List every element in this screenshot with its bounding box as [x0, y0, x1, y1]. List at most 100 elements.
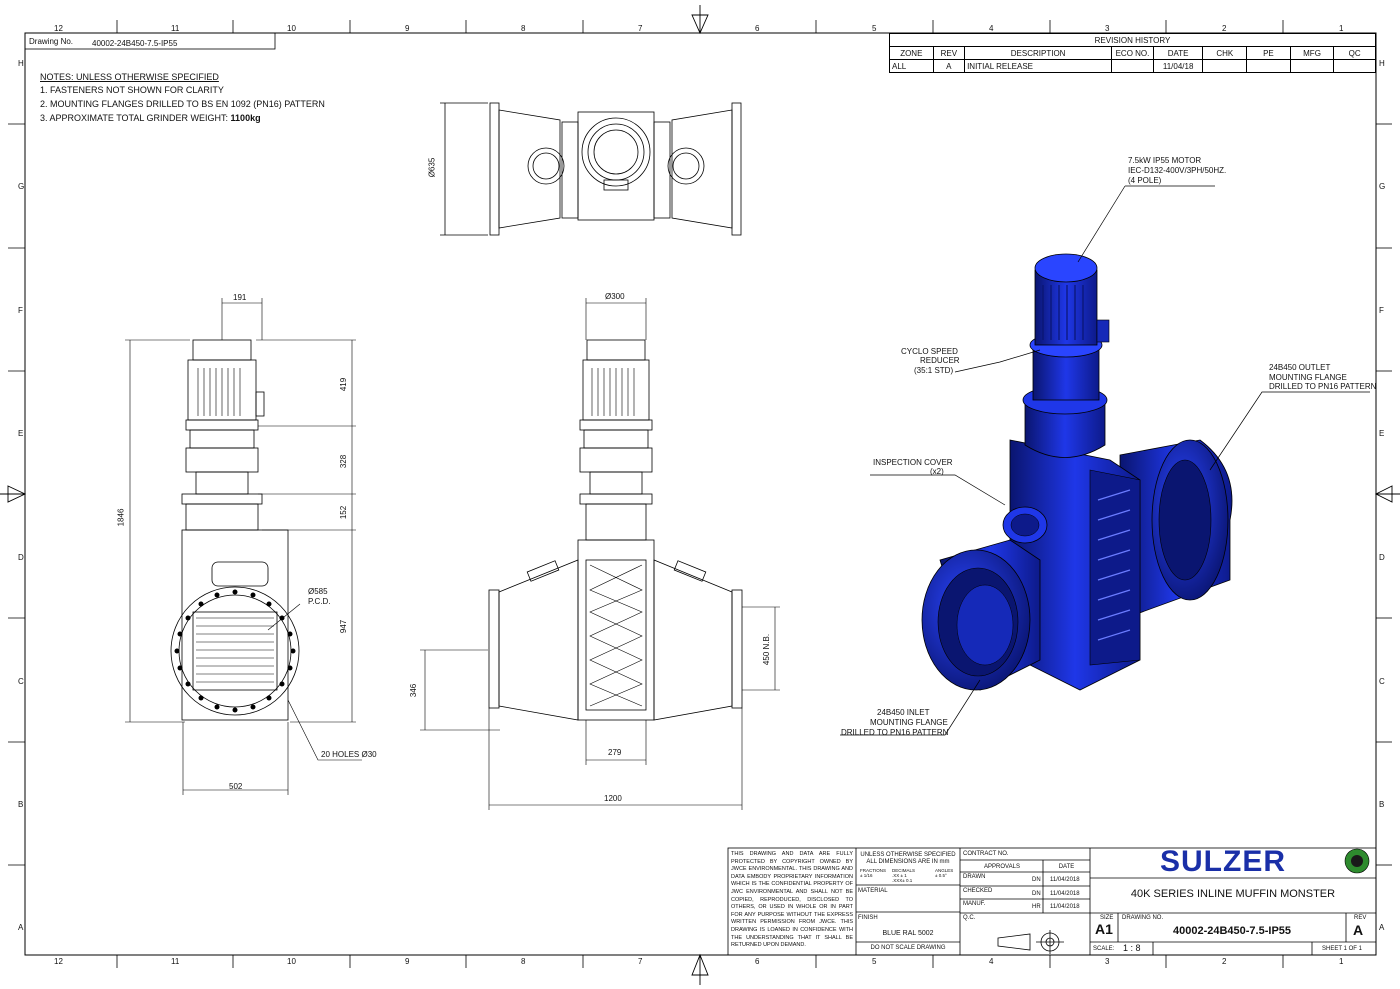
size-value: A1: [1095, 921, 1113, 937]
zone-left-e: E: [18, 429, 24, 438]
note-3-text: 3. APPROXIMATE TOTAL GRINDER WEIGHT:: [40, 113, 231, 123]
zone-top-11: 11: [171, 24, 180, 33]
zone-bottom-12: 12: [54, 957, 63, 966]
rev-col-rev: REV: [932, 46, 966, 60]
callout-outlet-3: DRILLED TO PN16 PATTERN: [1269, 382, 1377, 391]
dim-1846: 1846: [116, 508, 126, 527]
rev-col-description: DESCRIPTION: [964, 46, 1113, 60]
zone-top-3: 3: [1105, 24, 1110, 33]
callout-inspection-1: INSPECTION COVER: [873, 458, 953, 467]
callout-inlet-3: DRILLED TO PN16 PATTERN: [841, 728, 949, 737]
rev-cell-description: INITIAL RELEASE: [964, 59, 1113, 73]
zone-bottom-2: 2: [1222, 957, 1227, 966]
zone-bottom-6: 6: [755, 957, 760, 966]
callout-cyclo-3: (35:1 STD): [914, 366, 954, 375]
product-title: 40K SERIES INLINE MUFFIN MONSTER: [1130, 888, 1336, 900]
dim-pcd: P.C.D.: [308, 597, 331, 606]
zone-right-c: C: [1379, 677, 1385, 686]
rev-col-pe: PE: [1246, 46, 1291, 60]
checked-label: CHECKED: [963, 888, 993, 894]
note-3: 3. APPROXIMATE TOTAL GRINDER WEIGHT: 110…: [40, 111, 261, 125]
centering-marks: [0, 5, 1400, 985]
checked-by: DN: [1032, 891, 1041, 897]
rev-col-eco: ECO NO.: [1111, 46, 1154, 60]
tol-decimals-value-2: .XXX± 0.1: [892, 878, 913, 883]
rev-value: A: [1353, 922, 1364, 938]
note-3-weight: 1100kg: [230, 113, 261, 123]
rev-cell-eco: [1111, 59, 1154, 73]
callout-inlet-1: 24B450 INLET: [877, 708, 930, 717]
drawing-no-title-label: DRAWING NO.: [1122, 915, 1164, 921]
unless-specified: UNLESS OTHERWISE SPECIFIED: [860, 852, 956, 858]
tol-fractions-value: ± 1/16: [860, 873, 873, 878]
zone-top-1: 1: [1339, 24, 1344, 33]
dim-328: 328: [339, 454, 349, 469]
callout-motor-2: IEC-D132-400V/3PH/50HZ.: [1128, 166, 1227, 175]
zone-bottom-4: 4: [989, 957, 994, 966]
projection-symbol-icon: [997, 930, 1064, 954]
dim-191: 191: [233, 293, 247, 302]
callout-inlet-2: MOUNTING FLANGE: [870, 718, 948, 727]
drawing-no-value: 40002-24B450-7.5-IP55: [92, 39, 178, 48]
zone-top-5: 5: [872, 24, 877, 33]
rev-col-mfg: MFG: [1289, 46, 1335, 60]
rev-cell-qc: [1333, 59, 1376, 73]
note-1: 1. FASTENERS NOT SHOWN FOR CLARITY: [40, 85, 224, 95]
note-2: 2. MOUNTING FLANGES DRILLED TO BS EN 109…: [40, 99, 325, 109]
contract-label: CONTRACT NO.: [963, 851, 1009, 857]
zone-top-10: 10: [287, 24, 296, 33]
zone-right-h: H: [1379, 59, 1385, 68]
rev-cell-chk: [1202, 59, 1248, 73]
zone-bottom-9: 9: [405, 957, 410, 966]
dimensions-unit: ALL DIMENSIONS ARE IN mm: [866, 859, 950, 865]
zone-top-12: 12: [54, 24, 63, 33]
dim-419: 419: [339, 377, 349, 392]
title-block-lines: [727, 847, 1377, 956]
zone-bottom-8: 8: [521, 957, 526, 966]
front-view: [125, 298, 362, 795]
revision-header-row: ZONE REV DESCRIPTION ECO NO. DATE CHK PE…: [889, 46, 1376, 60]
dim-502: 502: [229, 782, 243, 791]
dim-346: 346: [409, 683, 419, 698]
zone-top-8: 8: [521, 24, 526, 33]
finish-label: FINISH: [858, 915, 878, 921]
sheet-label: SHEET 1 OF 1: [1322, 946, 1362, 952]
tol-angles: ANGLES: [935, 868, 954, 873]
scale-label: SCALE:: [1093, 946, 1115, 952]
dim-300: Ø300: [605, 292, 625, 301]
notes-heading: NOTES: UNLESS OTHERWISE SPECIFIED: [40, 72, 219, 82]
dim-holes: 20 HOLES Ø30: [321, 750, 377, 759]
tol-decimals-value-1: .XX ± 1: [892, 873, 907, 878]
manuf-date: 11/04/2018: [1050, 904, 1080, 910]
table-row: ALL A INITIAL RELEASE 11/04/18: [889, 59, 1376, 73]
rev-label: REV: [1354, 915, 1367, 921]
approvals-label: APPROVALS: [984, 864, 1020, 870]
manuf-by: HR: [1032, 904, 1041, 910]
zone-bottom-7: 7: [638, 957, 643, 966]
zone-bottom-5: 5: [872, 957, 877, 966]
zone-right-g: G: [1379, 182, 1386, 191]
checked-date: 11/04/2018: [1050, 891, 1080, 897]
dim-152: 152: [339, 505, 349, 520]
dim-947: 947: [339, 619, 349, 634]
zone-left-b: B: [18, 800, 24, 809]
drawing-no-title-value: 40002-24B450-7.5-IP55: [1172, 925, 1292, 937]
dim-450-nb: 450 N.B.: [762, 633, 772, 666]
rev-col-zone: ZONE: [889, 46, 934, 60]
qc-label: Q.C.: [963, 915, 976, 921]
sulzer-logo: SULZER: [1160, 845, 1286, 878]
zone-right-f: F: [1379, 306, 1384, 315]
zone-right-b: B: [1379, 800, 1385, 809]
iso-render: [921, 253, 1233, 691]
callout-outlet-1: 24B450 OUTLET: [1269, 363, 1331, 372]
zone-left-c: C: [18, 677, 24, 686]
size-label: SIZE: [1100, 915, 1114, 921]
zone-right-e: E: [1379, 429, 1385, 438]
zone-right-a: A: [1379, 923, 1385, 932]
rev-cell-zone: ALL: [889, 59, 934, 73]
side-view: [420, 298, 780, 810]
callout-cyclo-1: CYCLO SPEED: [901, 347, 958, 356]
callout-motor-3: (4 POLE): [1128, 176, 1162, 185]
drawn-by: DN: [1032, 877, 1041, 883]
dim-1200: 1200: [604, 794, 622, 803]
